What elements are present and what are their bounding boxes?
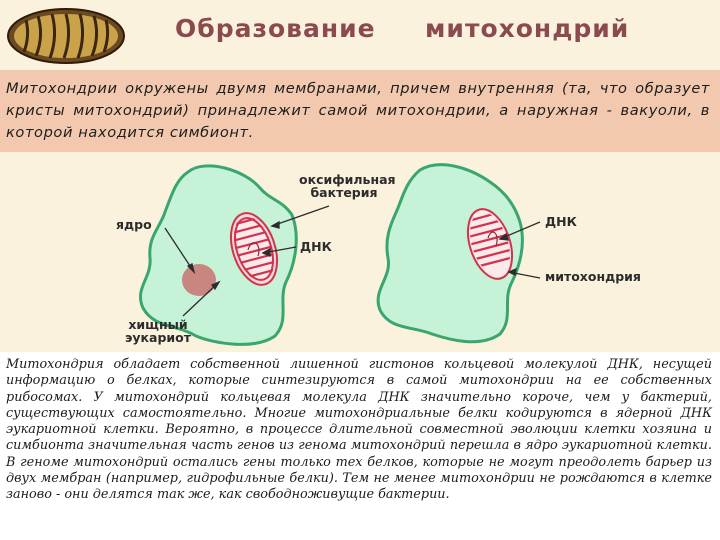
intro-text: Митохондрии окружены двумя мембранами, п… <box>0 70 720 152</box>
symbiosis-figure: ядро оксифильная бактерия ДНК хищный эук… <box>0 152 720 352</box>
label-oxyphilic-bacterium: оксифильная бактерия <box>299 172 396 200</box>
title-word-2: митохондрий <box>425 14 630 43</box>
title-word-1: Образование <box>175 14 376 43</box>
label-dna-left: ДНК <box>300 239 332 254</box>
label-mitochondrion: митохондрия <box>545 269 641 284</box>
body-text: Митохондрия обладает собственной лишенно… <box>0 352 720 540</box>
mitochondrion-thumbnail-image <box>7 8 125 64</box>
predatory-eukaryote-cell <box>139 164 298 346</box>
label-nucleus: ядро <box>116 217 152 232</box>
page-title: Образование митохондрий <box>175 14 645 54</box>
label-predatory-eukaryote: хищный эукариот <box>124 317 191 345</box>
label-dna-right: ДНК <box>545 214 577 229</box>
nucleus <box>182 264 216 296</box>
figure-drawing <box>139 163 541 346</box>
